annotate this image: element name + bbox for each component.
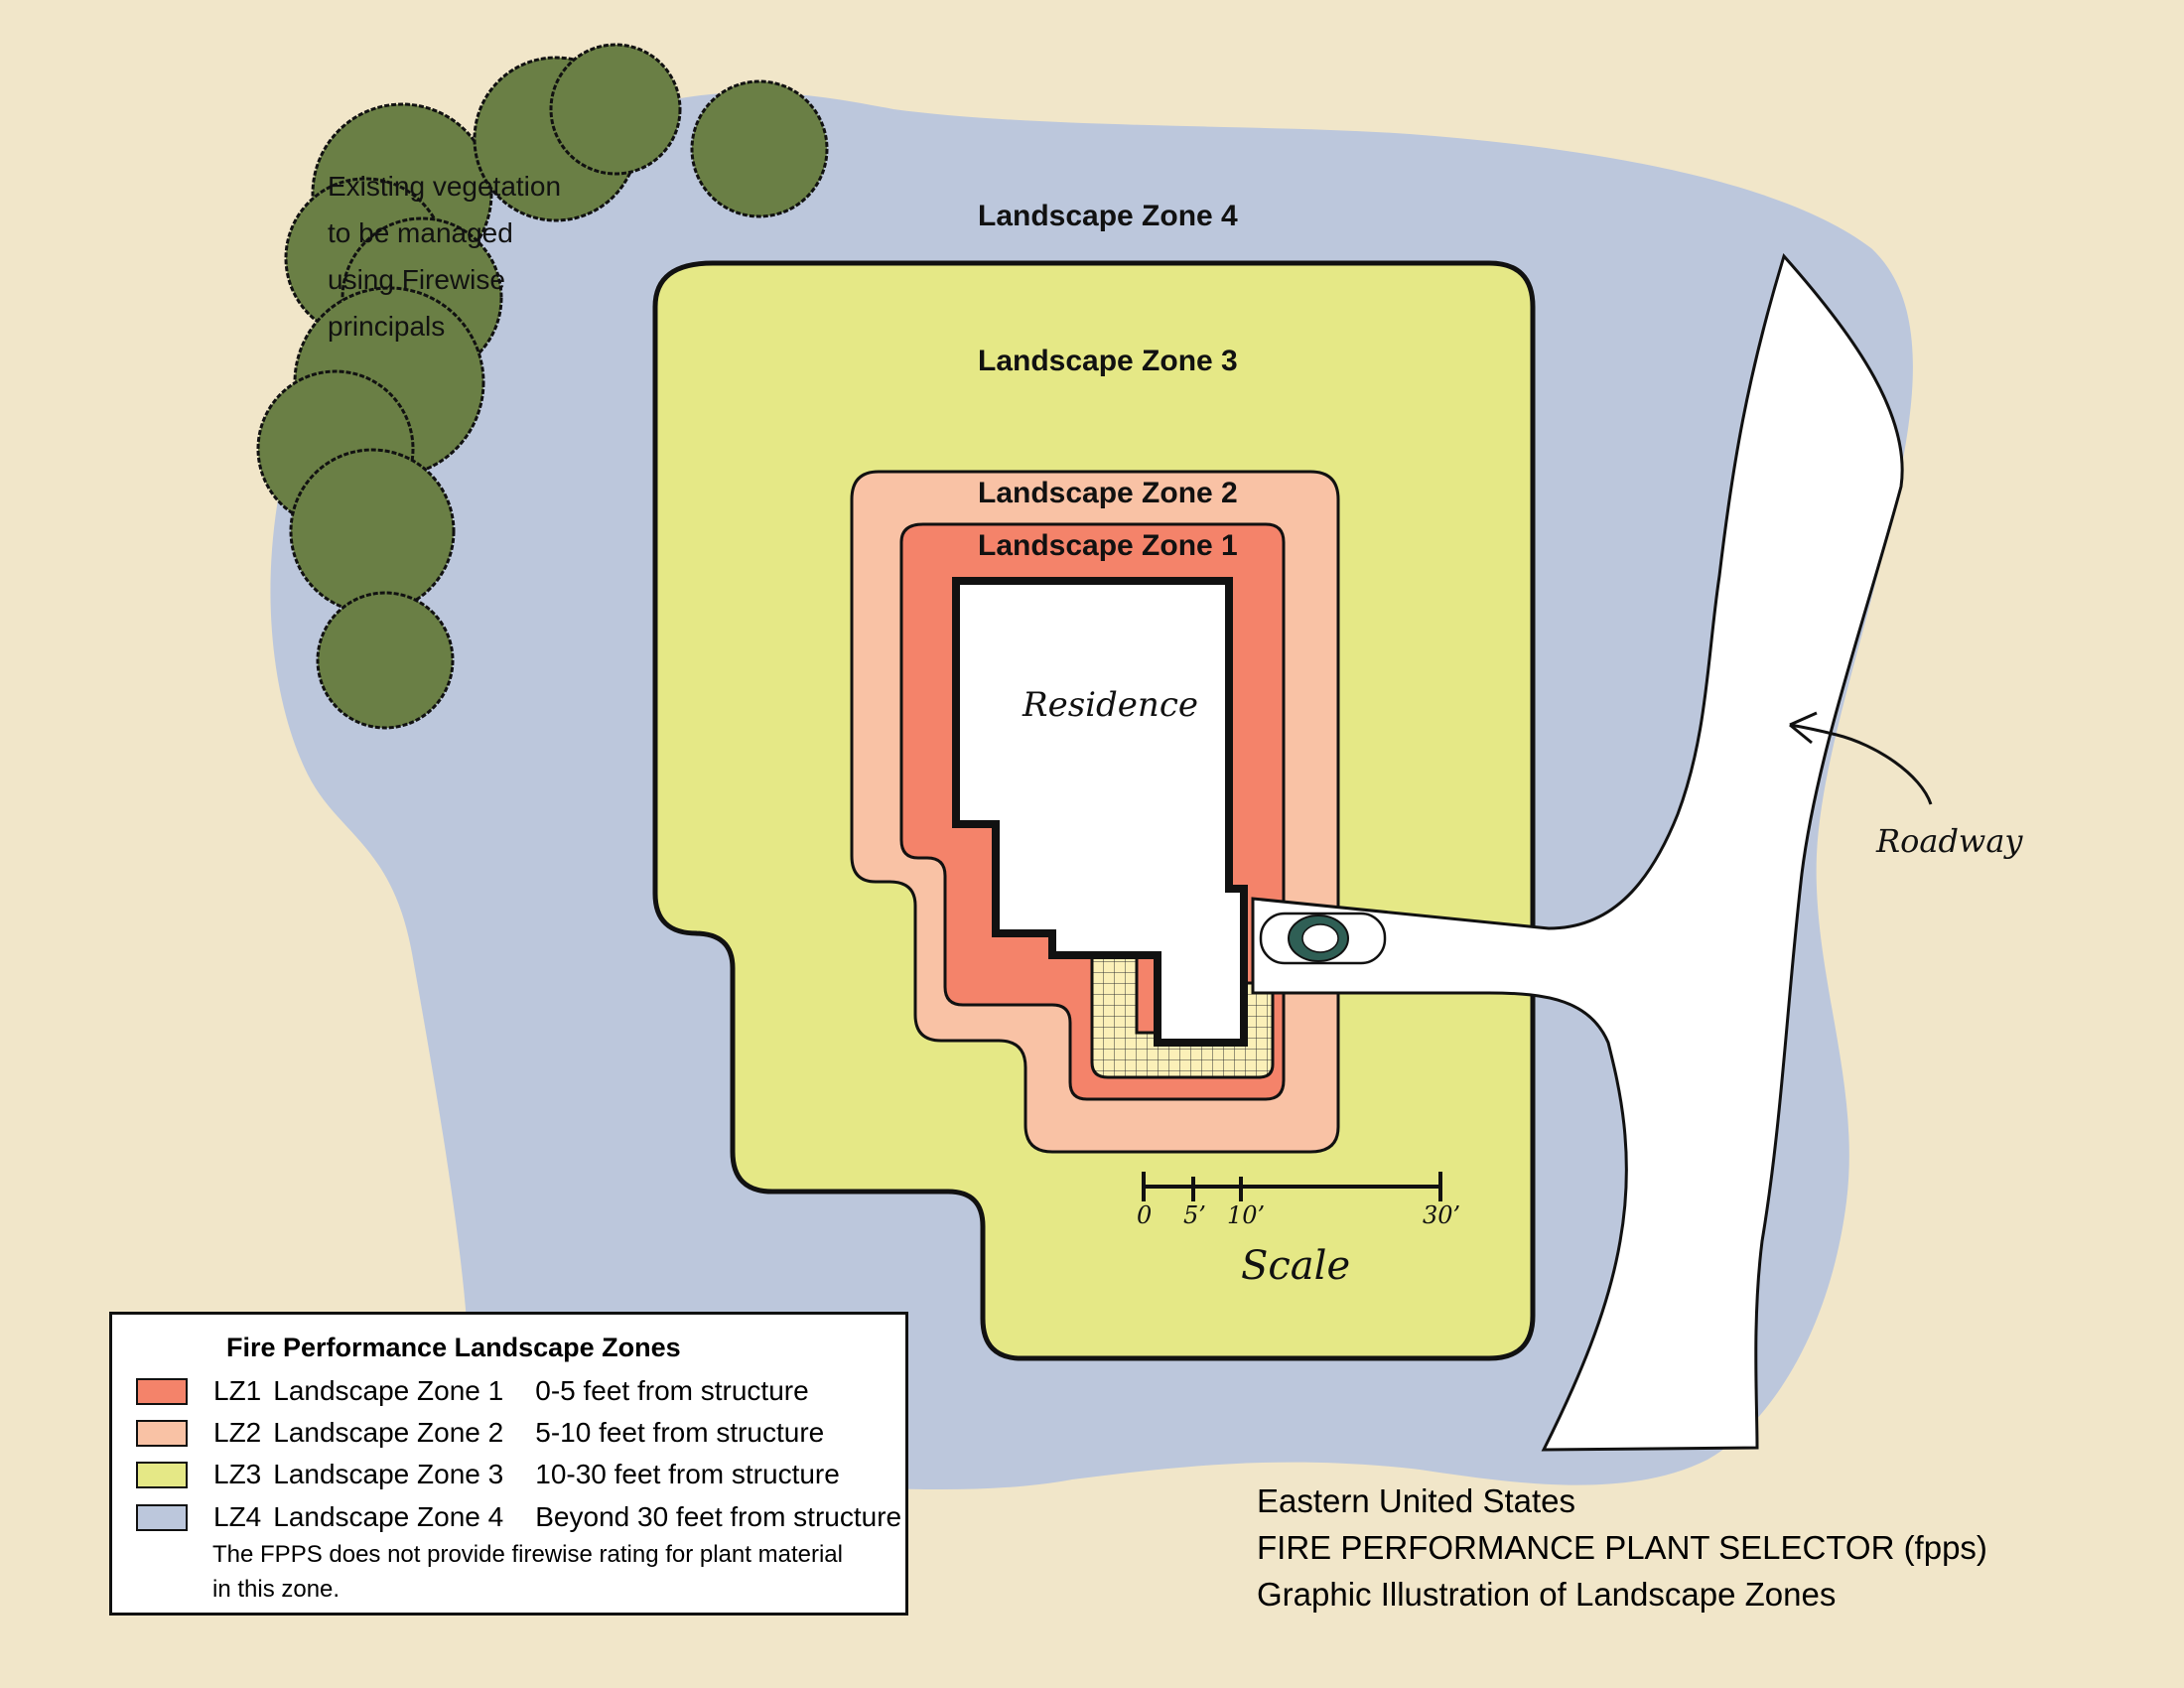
legend-note: The FPPS does not provide firewise ratin… xyxy=(212,1541,843,1603)
tree-cluster-icon xyxy=(256,43,829,730)
legend-zone-desc: 5-10 feet from structure xyxy=(535,1417,825,1448)
residence-label: Residence xyxy=(1023,685,1198,725)
legend-zone-name: Landscape Zone 4 xyxy=(273,1501,504,1532)
legend-row-lz1: LZ1 Landscape Zone 1 0-5 feet from struc… xyxy=(136,1374,809,1408)
scale-bar xyxy=(1142,1172,1442,1201)
legend-code: LZ1 xyxy=(213,1375,262,1406)
scale-title: Scale xyxy=(1241,1243,1351,1289)
scale-tick-5: 5’ xyxy=(1183,1201,1206,1229)
legend-row-lz2: LZ2 Landscape Zone 2 5-10 feet from stru… xyxy=(136,1416,824,1450)
legend-zone-name: Landscape Zone 1 xyxy=(273,1375,504,1406)
scale-tick-30: 30’ xyxy=(1423,1201,1461,1229)
zone3-label: Landscape Zone 3 xyxy=(978,345,1238,377)
zone1-label: Landscape Zone 1 xyxy=(978,529,1238,562)
legend-zone-desc: 0-5 feet from structure xyxy=(535,1375,809,1406)
legend-zone-desc: 10-30 feet from structure xyxy=(535,1459,840,1489)
legend-code: LZ4 xyxy=(213,1501,262,1532)
roadway-label: Roadway xyxy=(1876,822,2023,860)
legend-swatch-lz2 xyxy=(136,1419,188,1447)
vegetation-note: Existing vegetation to be managed using … xyxy=(328,171,562,342)
legend-code: LZ2 xyxy=(213,1417,262,1448)
roadway-arrow xyxy=(1789,711,1933,805)
scale-tick-10: 10’ xyxy=(1227,1201,1266,1229)
legend-zone-desc: Beyond 30 feet from structure xyxy=(535,1501,902,1532)
legend-zone-name: Landscape Zone 2 xyxy=(273,1417,504,1448)
legend-box: Fire Performance Landscape Zones LZ1 Lan… xyxy=(109,1312,908,1616)
legend-code: LZ3 xyxy=(213,1459,262,1489)
legend-title: Fire Performance Landscape Zones xyxy=(226,1333,681,1362)
legend-swatch-lz3 xyxy=(136,1461,188,1488)
zone2-label: Landscape Zone 2 xyxy=(978,477,1238,509)
zone4-label: Landscape Zone 4 xyxy=(978,200,1238,232)
caption-block: Eastern United States FIRE PERFORMANCE P… xyxy=(1257,1477,1987,1618)
residence-footprint xyxy=(952,577,1248,1047)
legend-zone-name: Landscape Zone 3 xyxy=(273,1459,504,1489)
car-icon xyxy=(1259,912,1387,965)
legend-swatch-lz4 xyxy=(136,1503,188,1531)
legend-row-lz4: LZ4 Landscape Zone 4 Beyond 30 feet from… xyxy=(136,1500,901,1534)
caption-line-1: Eastern United States xyxy=(1257,1482,1576,1519)
roadway xyxy=(1251,253,1904,1452)
legend-row-lz3: LZ3 Landscape Zone 3 10-30 feet from str… xyxy=(136,1458,840,1491)
caption-line-3: Graphic Illustration of Landscape Zones xyxy=(1257,1576,1837,1613)
legend-swatch-lz1 xyxy=(136,1377,188,1405)
caption-line-2: FIRE PERFORMANCE PLANT SELECTOR (fpps) xyxy=(1257,1529,1987,1566)
scale-tick-0: 0 xyxy=(1137,1201,1153,1229)
